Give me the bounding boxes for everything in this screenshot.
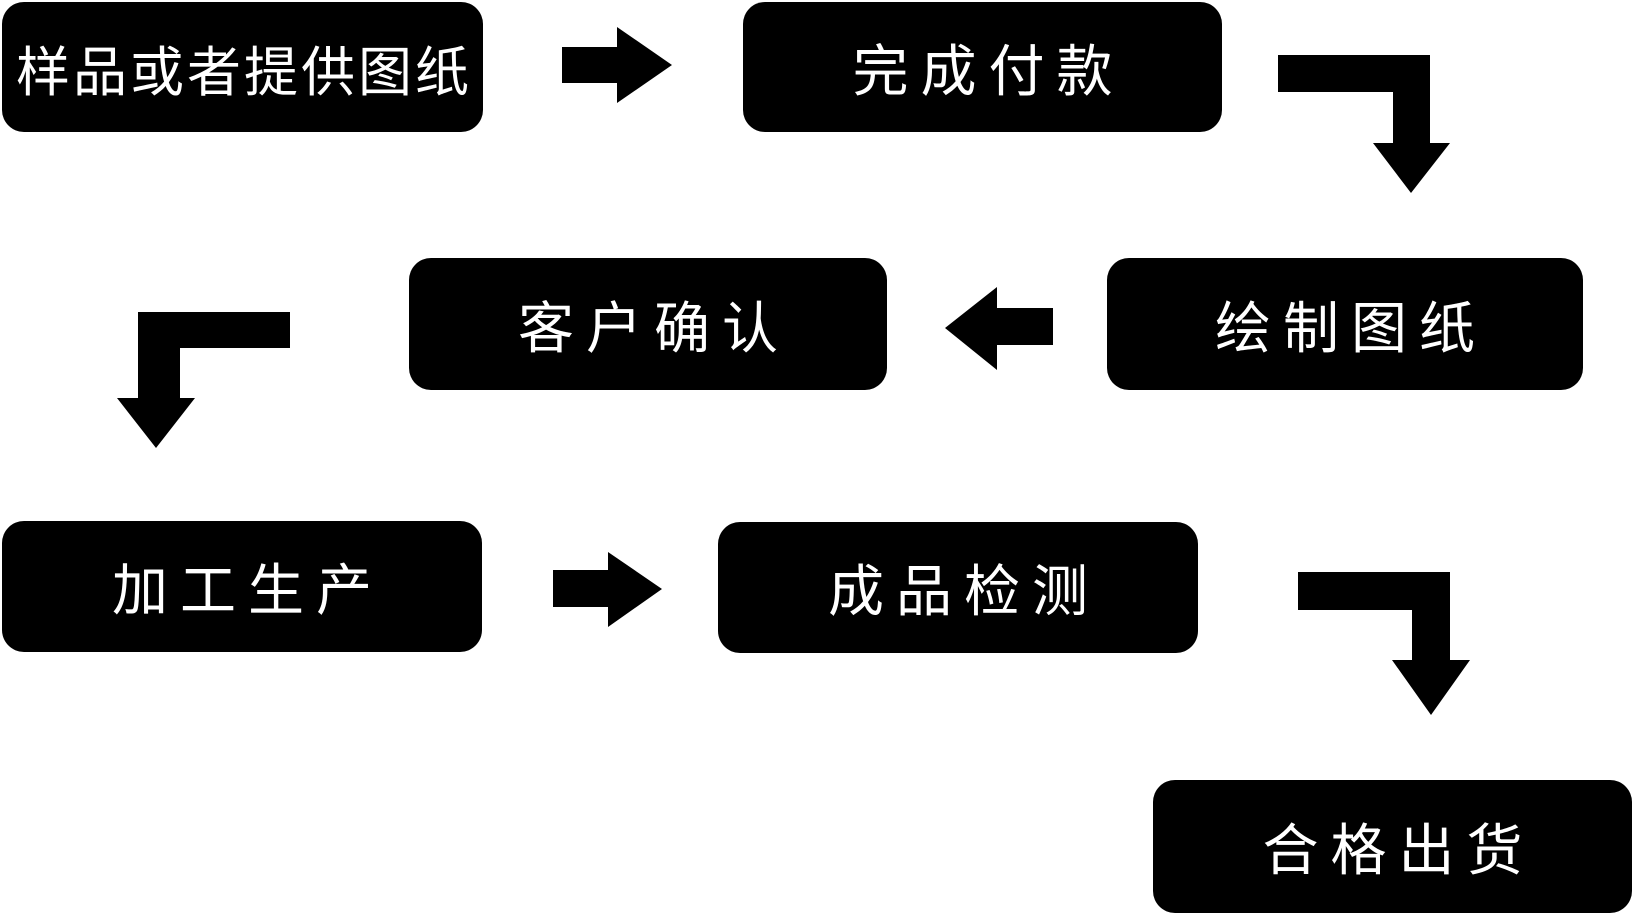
flow-node-step-1: 样品或者提供图纸 <box>2 2 483 132</box>
flow-node-label: 完成付款 <box>852 39 1125 105</box>
flow-node-step-6: 成品检测 <box>718 522 1198 653</box>
flow-node-step-2: 完成付款 <box>743 2 1222 132</box>
flow-node-step-5: 加工生产 <box>2 521 482 652</box>
arrow-right-icon <box>562 27 672 103</box>
flow-node-step-7: 合格出货 <box>1153 780 1632 913</box>
flow-node-label: 合格出货 <box>1262 819 1535 884</box>
flow-node-label: 客户确认 <box>518 296 790 362</box>
arrow-left-icon <box>945 287 1053 370</box>
flow-node-label: 绘制图纸 <box>1215 296 1487 362</box>
flow-node-label: 加工生产 <box>112 559 384 624</box>
arrow-elbow-down-icon <box>1278 55 1450 193</box>
flow-node-label: 样品或者提供图纸 <box>16 40 472 104</box>
flow-node-step-3: 绘制图纸 <box>1107 258 1583 390</box>
flow-node-step-4: 客户确认 <box>409 258 887 390</box>
arrow-right-icon <box>553 552 662 627</box>
flow-node-label: 成品检测 <box>828 560 1100 625</box>
arrow-elbow-down-icon <box>1298 572 1470 715</box>
arrow-elbow-down-icon <box>117 312 290 448</box>
